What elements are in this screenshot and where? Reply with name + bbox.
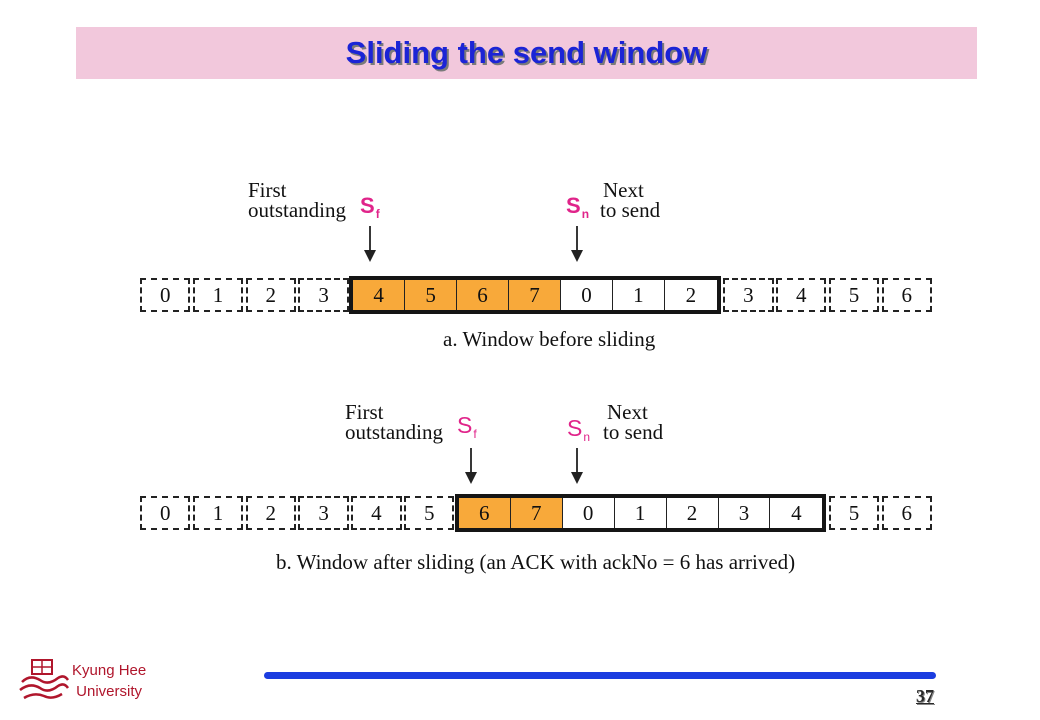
sn-subscript: n [581,207,590,221]
sequence-cell: 5 [405,280,458,310]
caption-b: b. Window after sliding (an ACK with ack… [276,550,796,574]
sequence-cell: 7 [509,280,561,310]
sequence-cell: 0 [561,280,613,310]
sequence-cell: 0 [563,498,615,528]
outstanding-label: outstanding [345,420,443,444]
sequence-cell: 7 [510,498,563,528]
to-send-label: to send [600,198,661,222]
university-name: Kyung Hee University [72,660,146,702]
caption-a: a. Window before sliding [443,327,656,351]
sn-pointer-label: Sn [567,415,590,444]
to-send-label: to send [603,420,664,444]
outstanding-label: outstanding [248,198,346,222]
sequence-cell: 4 [776,278,827,312]
send-window-frame [349,276,721,314]
sequence-cell: 1 [192,278,244,312]
next-label: Next [603,178,644,202]
sequence-cell: 6 [881,278,932,312]
university-name-line1: Kyung Hee [72,662,147,679]
sequence-cell: 1 [192,496,244,530]
sequence-cell: 3 [719,498,771,528]
sequence-cell: 6 [457,280,510,310]
university-name-line2: University [76,683,143,700]
sf-pointer-label: Sf [360,193,380,221]
next-label: Next [607,400,648,424]
sf-symbol: S [457,412,473,438]
sequence-cell: 2 [245,496,296,530]
footer-divider [264,672,936,679]
sf-subscript: f [375,207,380,221]
sequence-cell: 4 [791,500,802,525]
slide-title: Sliding the send window [345,35,708,70]
sequence-cell: 4 [351,496,402,530]
sequence-cell: 3 [723,278,774,312]
sequence-cell: 5 [828,278,880,312]
sf-arrow-icon [364,226,376,262]
sequence-cell: 5 [404,496,455,530]
sequence-cell: 4 [353,280,406,310]
sequence-cell: 2 [245,278,296,312]
sequence-cell: 2 [667,498,719,528]
sequence-cell: 0 [140,496,191,530]
sequence-cell: 0 [140,278,191,312]
sn-arrow-icon [571,448,583,484]
sequence-cell: 1 [615,498,667,528]
sn-symbol: S [567,415,583,441]
page-number: 37 [916,686,934,706]
sequence-cell: 3 [298,496,349,530]
sequence-cell: 3 [298,278,349,312]
sequence-cell: 6 [881,496,932,530]
sequence-cell: 2 [685,282,697,307]
sequence-cell: 1 [613,280,665,310]
sn-arrow-icon [571,226,583,262]
sn-pointer-label: Sn [566,193,589,221]
sequence-cell: 5 [828,496,880,530]
send-window-frame [454,494,827,532]
first-label: First [248,178,287,202]
sf-arrow-icon [465,448,477,484]
sf-pointer-label: Sf [457,412,477,441]
sn-symbol: S [566,193,581,218]
sn-subscript: n [583,430,591,444]
first-label: First [345,400,384,424]
sf-symbol: S [360,193,375,218]
sf-subscript: f [473,427,477,441]
sequence-cell: 6 [458,498,511,528]
university-seal-icon [19,659,70,700]
title-bar: Sliding the send window [76,27,977,79]
